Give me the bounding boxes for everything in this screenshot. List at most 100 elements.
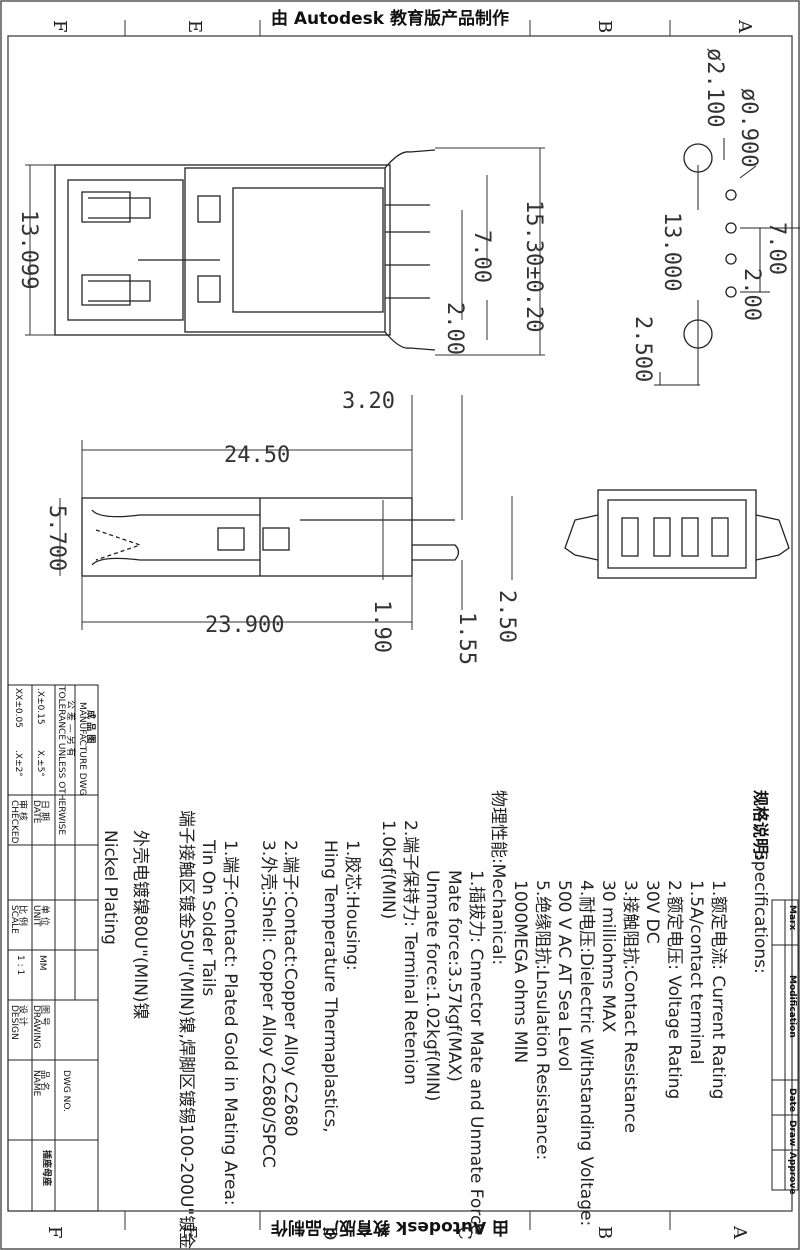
svg-text:审 核: 审 核 xyxy=(17,800,29,821)
svg-text:UNIT: UNIT xyxy=(31,905,41,927)
svg-text:5.绝缘阻抗:Lnsulation Resistance:: 5.绝缘阻抗:Lnsulation Resistance: xyxy=(532,880,552,1160)
side-view-dim-text: 3.20 24.50 5.700 23.900 1.90 2.50 1.55 xyxy=(44,389,519,665)
svg-text:Specifications:: Specifications: xyxy=(750,850,770,974)
svg-text:30 milliohms MAX: 30 milliohms MAX xyxy=(598,880,618,1033)
svg-text:SCALE: SCALE xyxy=(9,905,19,934)
svg-text:3.接触阻抗:Contact Resistance: 3.接触阻抗:Contact Resistance xyxy=(620,880,640,1133)
svg-text:.X±2°: .X±2° xyxy=(13,750,23,777)
svg-text:Draw: Draw xyxy=(787,1120,797,1146)
svg-text:图 号: 图 号 xyxy=(39,1005,50,1026)
svg-text:Hing Temperature Thermaplastic: Hing Temperature Thermaplastics, xyxy=(320,840,340,1133)
pcb-footprint xyxy=(654,138,800,386)
svg-text:日 期: 日 期 xyxy=(39,800,50,821)
svg-text:设 计: 设 计 xyxy=(17,1005,29,1026)
svg-text:5.700: 5.700 xyxy=(44,505,69,571)
svg-text:比 例: 比 例 xyxy=(17,905,29,926)
svg-text:TOLERANCE UNLESS OTHERWISE: TOLERANCE UNLESS OTHERWISE xyxy=(56,685,66,835)
svg-text:15.30±0.20: 15.30±0.20 xyxy=(521,200,546,332)
svg-text:Tin On Solder Tails: Tin On Solder Tails xyxy=(198,839,218,996)
svg-text:2.500: 2.500 xyxy=(630,316,655,382)
revision-headers: Marx Modification Date Draw Approve xyxy=(787,905,797,1194)
svg-text:Unmate force:1.02kgf(MIN): Unmate force:1.02kgf(MIN) xyxy=(422,870,442,1101)
svg-text:规格说明:: 规格说明: xyxy=(751,790,770,860)
top-view xyxy=(54,149,436,351)
svg-text:2.端子:Contact:Copper Alloy C268: 2.端子:Contact:Copper Alloy C2680 xyxy=(280,840,300,1137)
svg-text:1.0kgf(MIN): 1.0kgf(MIN) xyxy=(378,820,398,919)
svg-text:2.50: 2.50 xyxy=(494,590,519,643)
svg-text:NAME: NAME xyxy=(31,1070,41,1097)
svg-text:4.耐电压:Dielectric Withstanding: 4.耐电压:Dielectric Withstanding Voltage: xyxy=(576,880,596,1226)
svg-text:C: C xyxy=(454,1226,475,1240)
svg-text:3.20: 3.20 xyxy=(342,389,395,414)
svg-text:XX±0.05: XX±0.05 xyxy=(13,688,23,728)
svg-text:D: D xyxy=(319,1226,340,1240)
front-view xyxy=(564,489,790,579)
svg-text:1 : 1: 1 : 1 xyxy=(15,955,25,975)
watermark-bottom: 由 Autodesk 教育版产品制作 xyxy=(271,1217,509,1238)
svg-text:MM: MM xyxy=(37,955,47,971)
svg-text:Modification: Modification xyxy=(787,975,797,1038)
svg-text:3.外壳:Shell: Copper Alloy C2680: 3.外壳:Shell: Copper Alloy C2680/SPCC xyxy=(258,840,278,1168)
grid-ticks-top xyxy=(124,20,671,1230)
title-block-text: 成 品 图 MANUFACTURE DWG 公 差 — 另 有 TOLERANC… xyxy=(9,685,97,1186)
svg-text:B: B xyxy=(594,1226,615,1239)
svg-text:Date: Date xyxy=(787,1088,797,1112)
svg-text:1.额定电流: Current Rating: 1.额定电流: Current Rating xyxy=(708,880,728,1099)
pcb-dimensions: ø2.100 ø0.900 7.00 2.00 13.000 2.500 xyxy=(630,48,789,382)
svg-text:DATE: DATE xyxy=(31,800,41,824)
svg-text:1.插拔力: Cnnector Mate and Unmat: 1.插拔力: Cnnector Mate and Unmate Force xyxy=(466,870,486,1235)
svg-text:物理性能:Mechanical:: 物理性能:Mechanical: xyxy=(488,790,508,965)
svg-text:30V DC: 30V DC xyxy=(642,880,662,944)
svg-text:A: A xyxy=(734,19,755,34)
svg-text:单 位: 单 位 xyxy=(39,905,51,926)
svg-text:.X±0.15: .X±0.15 xyxy=(35,688,45,725)
watermark-top: 由 Autodesk 教育版产品制作 xyxy=(255,4,525,30)
svg-text:13.099: 13.099 xyxy=(16,210,41,289)
title-block xyxy=(7,684,99,1212)
svg-text:Approve: Approve xyxy=(787,1152,797,1194)
svg-text:ø2.100: ø2.100 xyxy=(702,48,727,127)
svg-text:E: E xyxy=(179,1226,200,1239)
svg-text:公 差 — 另 有: 公 差 — 另 有 xyxy=(65,700,77,756)
svg-text:F: F xyxy=(44,1226,65,1239)
svg-text:2.端子保持力: Terminal Retenion: 2.端子保持力: Terminal Retenion xyxy=(400,820,420,1085)
svg-text:由 Autodesk 教育版产品制作: 由 Autodesk 教育版产品制作 xyxy=(271,8,509,29)
svg-text:1.90: 1.90 xyxy=(369,600,394,653)
svg-text:DRAWING: DRAWING xyxy=(31,1005,41,1049)
svg-text:成 品 图: 成 品 图 xyxy=(85,710,97,743)
spec-block: 规格说明: Specifications: 1.额定电流: Current Ra… xyxy=(100,790,770,1250)
svg-text:1.5A/contact terminal: 1.5A/contact terminal xyxy=(686,880,706,1064)
svg-text:Mate force:3.57kgf(MAX): Mate force:3.57kgf(MAX) xyxy=(444,870,464,1082)
svg-text:外壳电镀镍80U"(MIN)镍: 外壳电镀镍80U"(MIN)镍 xyxy=(130,830,150,1020)
svg-text:F: F xyxy=(49,20,70,33)
svg-text:A: A xyxy=(729,1225,750,1240)
svg-text:7.00: 7.00 xyxy=(764,222,789,275)
grid-letters-bottom: F E D C B A xyxy=(44,1225,750,1240)
svg-text:Marx: Marx xyxy=(787,905,797,930)
side-view xyxy=(81,497,460,577)
svg-text:500 V AC AT Sea Levol: 500 V AC AT Sea Levol xyxy=(554,880,574,1071)
svg-text:DESIGN: DESIGN xyxy=(9,1005,19,1040)
svg-text:1.胶芯:Housing:: 1.胶芯:Housing: xyxy=(342,840,362,971)
svg-text:13.000: 13.000 xyxy=(659,212,684,291)
svg-text:Nickel Plating: Nickel Plating xyxy=(100,830,120,945)
grid-letters-top: F E B A xyxy=(49,19,755,34)
svg-text:品 名: 品 名 xyxy=(39,1070,51,1091)
drawing-frame xyxy=(7,35,793,1212)
svg-text:7.00: 7.00 xyxy=(469,230,494,283)
svg-text:1000MEGA ohms MIN: 1000MEGA ohms MIN xyxy=(510,880,530,1063)
svg-text:ø0.900: ø0.900 xyxy=(736,88,761,167)
revision-table xyxy=(771,899,799,1191)
svg-text:由 Autodesk 教育版产品制作: 由 Autodesk 教育版产品制作 xyxy=(271,1217,509,1238)
svg-text:MANUFACTURE DWG: MANUFACTURE DWG xyxy=(77,702,87,796)
side-view-dimensions xyxy=(59,395,513,630)
svg-text:端子接触区镀金50U"(MIN)镍,焊脚区镀锡100-200: 端子接触区镀金50U"(MIN)镍,焊脚区镀锡100-200U"镀金1U" xyxy=(176,810,196,1250)
svg-text:1.55: 1.55 xyxy=(454,612,479,665)
svg-text:1.端子:Contact: Plated Gold in M: 1.端子:Contact: Plated Gold in Mating Area… xyxy=(220,840,240,1206)
svg-text:24.50: 24.50 xyxy=(224,443,290,468)
svg-text:DWG NO.: DWG NO. xyxy=(61,1070,71,1112)
top-view-dimensions xyxy=(25,147,545,356)
svg-text:2.00: 2.00 xyxy=(442,302,467,355)
